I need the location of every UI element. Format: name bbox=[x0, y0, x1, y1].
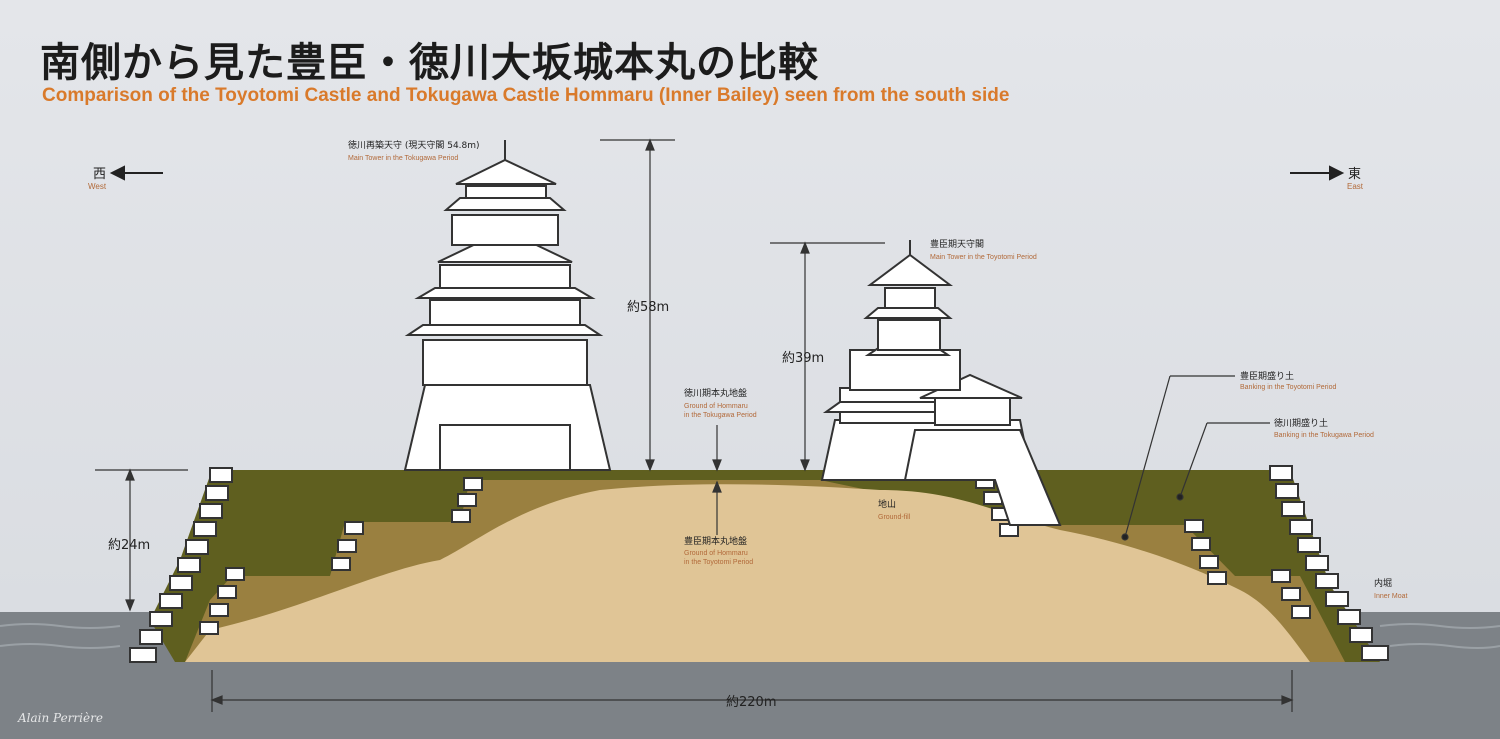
tokugawa-tower-label-en: Main Tower in the Tokugawa Period bbox=[348, 155, 458, 162]
east-stone-wall bbox=[975, 465, 1389, 661]
toyotomi-ground-label-jp: 豊臣期本丸地盤 bbox=[684, 535, 747, 547]
toyotomi-banking-label-jp: 豊臣期盛り土 bbox=[1240, 370, 1294, 382]
groundfill-label-en: Ground-fill bbox=[878, 514, 911, 521]
groundfill-label-jp: 地山 bbox=[878, 498, 896, 510]
tokugawa-ground-label-jp: 徳川期本丸地盤 bbox=[684, 387, 747, 399]
title-japanese: 南側から見た豊臣・徳川大坂城本丸の比較 bbox=[40, 40, 819, 86]
wall-height-label: 約24m bbox=[108, 538, 150, 553]
tokugawa-main-tower bbox=[403, 140, 612, 471]
east-label-en: East bbox=[1347, 182, 1364, 191]
tokugawa-banking-label-jp: 徳川期盛り土 bbox=[1274, 417, 1328, 429]
tokugawa-ground-label-en2: in the Tokugawa Period bbox=[684, 412, 757, 419]
toyotomi-tower-label-en: Main Tower in the Toyotomi Period bbox=[930, 254, 1037, 261]
tokugawa-banking-label-en: Banking in the Tokugawa Period bbox=[1274, 432, 1374, 439]
toyotomi-banking-label-en: Banking in the Toyotomi Period bbox=[1240, 384, 1336, 391]
tokugawa-height-label: 約58m bbox=[627, 300, 669, 315]
moat-label-jp: 内堀 bbox=[1374, 577, 1392, 589]
dimension-lines bbox=[95, 138, 1294, 712]
width-label: 約220m bbox=[726, 695, 776, 710]
west-stone-wall bbox=[129, 467, 483, 663]
compass-arrows bbox=[109, 165, 1345, 181]
title-english: Comparison of the Toyotomi Castle and To… bbox=[42, 85, 1010, 106]
groundfill-layer bbox=[185, 484, 1310, 662]
toyotomi-ground-label-en1: Ground of Hommaru bbox=[684, 550, 748, 557]
moat-label-en: Inner Moat bbox=[1374, 593, 1408, 600]
west-label-jp: 西 bbox=[93, 167, 106, 182]
toyotomi-height-label: 約39m bbox=[782, 351, 824, 366]
tokugawa-tower-label-jp: 徳川再築天守 (現天守閣 54.8m) bbox=[348, 139, 480, 151]
toyotomi-tower-label-jp: 豊臣期天守閣 bbox=[930, 238, 984, 250]
west-label-en: West bbox=[88, 182, 107, 191]
toyotomi-ground-label-en2: in the Toyotomi Period bbox=[684, 559, 753, 566]
photographer-watermark: Alain Perrière bbox=[17, 711, 103, 725]
tokugawa-ground-label-en1: Ground of Hommaru bbox=[684, 403, 748, 410]
east-label-jp: 東 bbox=[1348, 166, 1361, 182]
toyotomi-main-tower bbox=[820, 240, 1062, 526]
